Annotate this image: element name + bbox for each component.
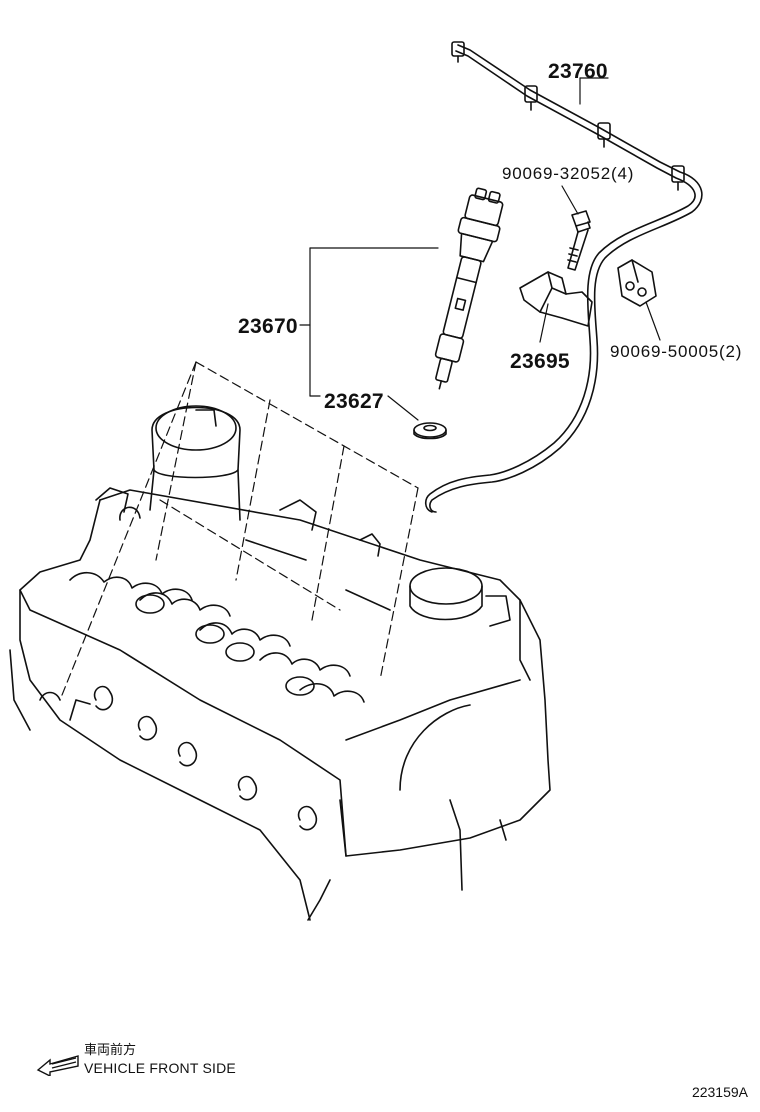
- bolt-drawing: [567, 210, 591, 271]
- part-label-injector-bolt: 90069-32052(4): [502, 164, 635, 183]
- part-label-injector-washer: 23627: [324, 390, 384, 413]
- washer-drawing: [413, 422, 447, 440]
- nut-drawing: [617, 259, 657, 307]
- part-label-injector: 23670: [238, 315, 298, 338]
- dashed-guide-lines: [59, 361, 419, 701]
- part-label-clamp-nut: 90069-50005(2): [610, 342, 743, 361]
- vehicle-front-label-jp: 車両前方: [84, 1043, 137, 1058]
- vehicle-front-label-en: VEHICLE FRONT SIDE: [84, 1060, 236, 1076]
- fuel-tube-drawing: [424, 41, 703, 513]
- engine-head-drawing: [9, 405, 551, 921]
- diagram-code: 223159A: [691, 1084, 748, 1100]
- vehicle-front-indicator: 車両前方 VEHICLE FRONT SIDE: [36, 1042, 266, 1082]
- part-label-fuel-tube: 23760: [548, 60, 608, 83]
- leader-lines: [299, 77, 661, 421]
- arrow-left-icon: [36, 1055, 79, 1076]
- injector-clamp-drawing: [519, 271, 593, 327]
- injector-drawing: [434, 187, 504, 390]
- part-label-injector-clamp: 23695: [510, 350, 570, 373]
